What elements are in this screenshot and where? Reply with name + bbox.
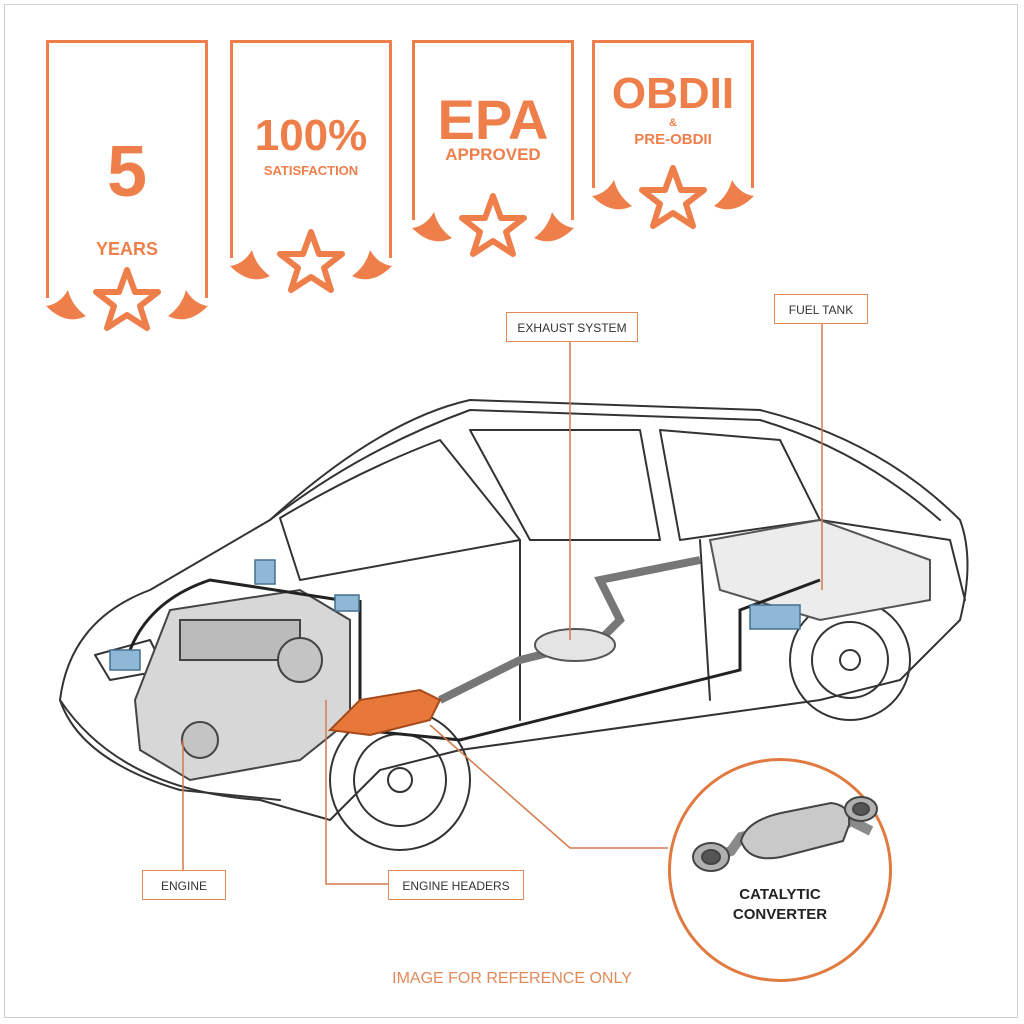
badge-epa-title: EPA <box>437 88 549 151</box>
badge-decorations <box>46 165 754 331</box>
badge-obdii-amp: & <box>669 117 677 129</box>
car-rear-trunk <box>819 519 966 601</box>
catalytic-line1: CATALYTIC <box>739 886 821 903</box>
car-body-outline <box>59 399 969 821</box>
image-frame <box>4 4 1018 1018</box>
catalytic-line2: CONVERTER <box>732 906 828 923</box>
fuel-pump-icon <box>749 604 801 630</box>
badge-epa: EPA APPROVED <box>412 40 574 220</box>
label-fuel-tank: FUEL TANK <box>774 294 868 324</box>
ribbon-icon <box>230 250 392 280</box>
ribbon-icon <box>592 180 754 210</box>
badge-years-text: YEARS <box>95 239 158 259</box>
rear-wheel-rim <box>811 621 889 699</box>
sensor-wire <box>128 578 341 651</box>
badge-obdii-text: PRE-OBDII <box>634 131 712 148</box>
ribbon-icon <box>46 290 208 320</box>
star-icon <box>459 193 527 257</box>
exhaust-system <box>438 556 701 704</box>
car-door-line <box>519 539 711 721</box>
car-side-window-rear <box>659 429 821 541</box>
badge-satisfaction-percent: 100% <box>254 111 368 160</box>
catalytic-converter-title: CATALYTIC CONVERTER <box>671 885 889 925</box>
label-exhaust-system: EXHAUST SYSTEM <box>506 312 638 342</box>
catalytic-converter-highlight <box>327 688 442 737</box>
badge-epa-text: APPROVED <box>445 145 541 164</box>
badge-satisfaction-text: SATISFACTION <box>263 163 359 178</box>
star-icon <box>639 165 707 229</box>
car-roof <box>269 409 941 521</box>
leader-line-catalytic <box>429 724 668 849</box>
sensor-icon <box>334 594 360 612</box>
rear-wheel-hub <box>839 649 861 671</box>
car-front-bumper <box>59 699 281 801</box>
rear-wheel <box>789 599 911 721</box>
leader-line-headers <box>325 700 388 885</box>
badge-years-number: 5 <box>106 132 148 212</box>
ribbon-icon <box>412 212 574 242</box>
label-engine: ENGINE <box>142 870 226 900</box>
star-icon <box>277 229 345 293</box>
front-wheel-rim <box>353 733 447 827</box>
car-windshield <box>279 439 521 581</box>
badge-obdii: OBDII & PRE-OBDII <box>592 40 754 188</box>
label-engine-headers: ENGINE HEADERS <box>388 870 524 900</box>
badge-satisfaction: 100% SATISFACTION <box>230 40 392 258</box>
front-wheel-hub <box>387 767 413 793</box>
engine-block <box>133 588 351 782</box>
catalytic-converter-callout: CATALYTIC CONVERTER <box>668 758 892 982</box>
car-side-window-front <box>469 429 661 541</box>
catalytic-converter-icon <box>692 796 878 872</box>
badge-5-years: 5 YEARS <box>46 40 208 298</box>
star-icon <box>93 267 161 331</box>
sensor-icon <box>109 649 141 671</box>
fuel-tank <box>708 518 931 622</box>
sensor-icon <box>254 559 276 585</box>
footer-disclaimer: IMAGE FOR REFERENCE ONLY <box>392 970 632 987</box>
badge-obdii-title: OBDII <box>611 69 735 118</box>
